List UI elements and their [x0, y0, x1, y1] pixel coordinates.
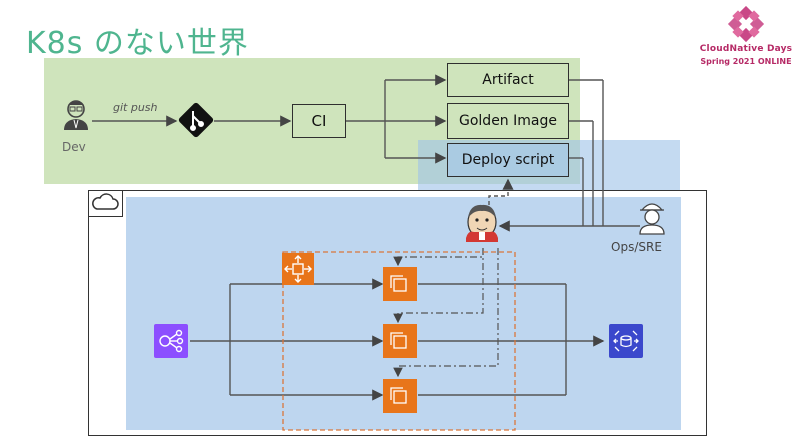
event-logo-mark: [727, 5, 765, 43]
git-push-label: git push: [113, 101, 158, 114]
database-endpoint-icon: [609, 324, 643, 358]
golden-image-box: Golden Image: [447, 103, 569, 139]
deploy-script-box: Deploy script: [447, 143, 569, 177]
deploy-to-instance-1-line: [393, 248, 484, 267]
event-logo: CloudNative Days Spring 2021 ONLINE: [696, 5, 796, 72]
event-edition: Spring 2021 ONLINE: [700, 57, 792, 66]
event-name: CloudNative Days: [699, 44, 793, 54]
ops-engineer-icon: [639, 203, 665, 235]
deploy-to-instance-3-line: [393, 248, 499, 378]
autoscaling-icon: [282, 253, 314, 285]
jenkins-fetch-script-arrow: [488, 178, 514, 212]
dev-label: Dev: [62, 140, 86, 154]
ci-box: CI: [292, 104, 346, 138]
artifact-box: Artifact: [447, 63, 569, 97]
cloud-icon-frame: [89, 191, 123, 217]
cloud-icon: [92, 193, 119, 210]
deploy-to-instance-2-line: [393, 248, 484, 324]
ec2-instance-icon: [383, 267, 417, 301]
ec2-instance-icon: [383, 324, 417, 358]
autoscaling-group-outline: [282, 251, 516, 431]
developer-icon: [64, 100, 88, 130]
ops-sre-label: Ops/SRE: [611, 240, 662, 254]
git-icon: [178, 102, 214, 138]
slide-title: K8s のない世界: [26, 26, 249, 61]
load-balancer-icon: [154, 324, 188, 358]
ec2-instance-icon: [383, 379, 417, 413]
jenkins-icon: [466, 204, 498, 242]
